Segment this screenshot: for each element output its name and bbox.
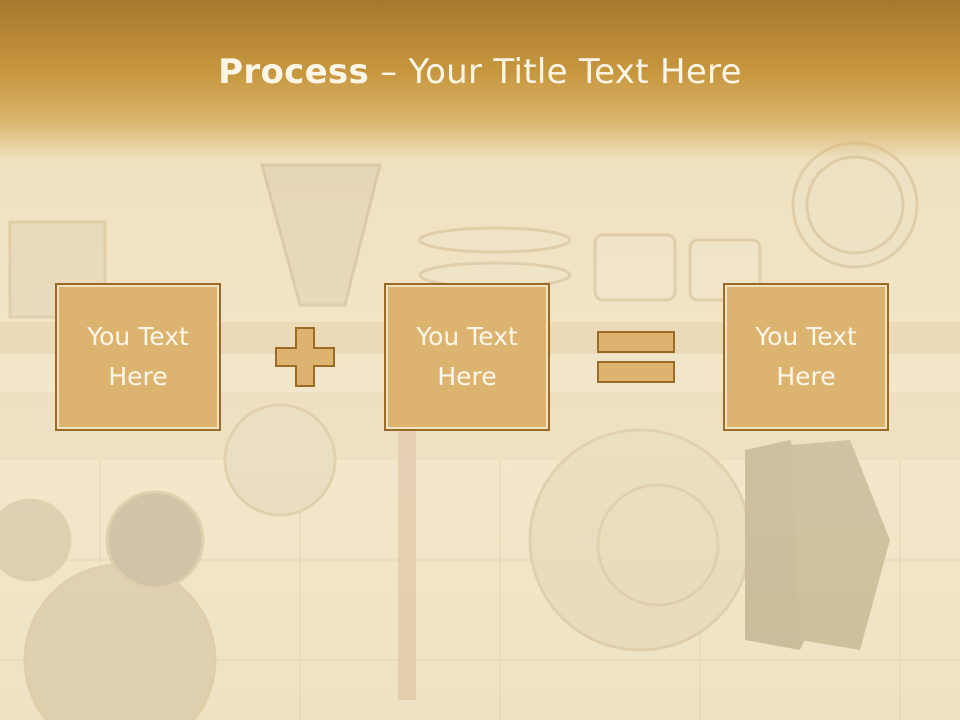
title-dash: – bbox=[369, 52, 409, 92]
process-box-1[interactable]: You Text Here bbox=[55, 283, 221, 431]
process-box-2[interactable]: You Text Here bbox=[384, 283, 550, 431]
title-band bbox=[0, 0, 960, 160]
plus-icon bbox=[275, 327, 335, 387]
process-box-1-label: You Text Here bbox=[87, 322, 189, 391]
process-box-3-label: You Text Here bbox=[755, 322, 857, 391]
process-box-3[interactable]: You Text Here bbox=[723, 283, 889, 431]
title-bold: Process bbox=[218, 52, 370, 92]
equals-icon bbox=[597, 331, 675, 383]
process-box-2-label: You Text Here bbox=[416, 322, 518, 391]
slide-title[interactable]: Process – Your Title Text Here bbox=[0, 52, 960, 92]
title-rest: Your Title Text Here bbox=[408, 52, 742, 92]
